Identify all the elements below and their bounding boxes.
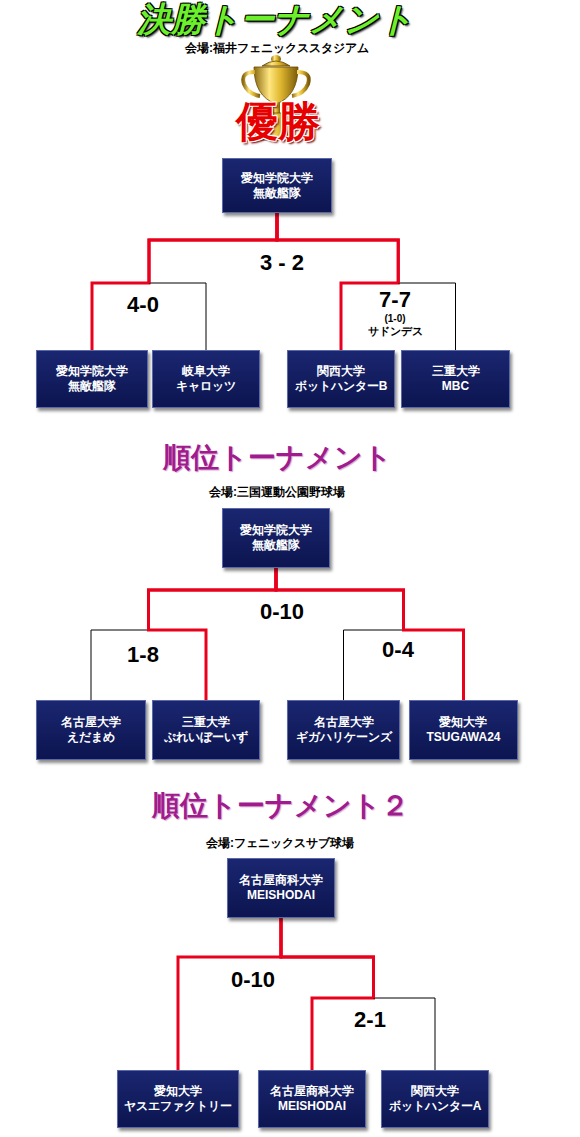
bracket-line	[92, 213, 277, 350]
bracket-line	[149, 213, 277, 283]
team-box: 名古屋商科大学 MEISHODAI	[227, 858, 335, 918]
bracket-line	[281, 918, 374, 1070]
score-label: 4-0	[127, 292, 159, 318]
team-name: 岐阜大学 キャロッツ	[176, 364, 236, 394]
team-box: 関西大学 ボットハンターA	[381, 1070, 489, 1128]
bracket-line	[149, 568, 277, 700]
bracket-line	[149, 568, 277, 700]
team-name: 関西大学 ボットハンターA	[389, 1084, 482, 1114]
team-box: 関西大学 ボットハンターB	[287, 350, 395, 408]
score-label: 0-10	[231, 967, 275, 993]
team-name: 三重大学 ぷれいぼーいず	[164, 715, 248, 745]
bracket-line	[149, 568, 277, 630]
team-name: 愛知学院大学 無敵艦隊	[240, 523, 312, 553]
score-label: 1-8	[127, 642, 159, 668]
team-name: 愛知大学 TSUGAWA24	[426, 715, 500, 745]
team-box: 愛知大学 ヤスエファクトリー	[117, 1070, 239, 1128]
note-label: サドンデス	[368, 324, 423, 339]
team-name: 関西大学 ボットハンターB	[295, 364, 388, 394]
bracket-line	[92, 213, 277, 350]
team-box: 三重大学 ぷれいぼーいず	[152, 700, 260, 760]
tournament-heading: 順位トーナメント	[163, 439, 392, 477]
bracket-line	[178, 918, 281, 1070]
team-box: 愛知学院大学 無敵艦隊	[222, 158, 332, 213]
bracket-line	[277, 213, 456, 350]
tournament-heading: 順位トーナメント２	[152, 787, 409, 825]
team-box: 名古屋大学 えだまめ	[36, 700, 146, 760]
score-label: 2-1	[354, 1007, 386, 1033]
team-box: 愛知大学 TSUGAWA24	[409, 700, 518, 760]
team-name: 名古屋商科大学 MEISHODAI	[239, 873, 323, 903]
note-label: (1-0)	[384, 313, 405, 324]
champion-label: 優勝	[236, 94, 320, 150]
venue-label: 会場:福井フェニックススタジアム	[185, 40, 369, 57]
bracket-line	[178, 918, 281, 1070]
team-box: 三重大学 MBC	[401, 350, 510, 408]
team-name: 愛知学院大学 無敵艦隊	[241, 171, 313, 201]
bracket-line	[276, 568, 404, 700]
team-name: 名古屋大学 えだまめ	[61, 715, 121, 745]
tournament-heading: 決勝トーナメント	[137, 0, 414, 43]
team-name: 愛知学院大学 無敵艦隊	[56, 364, 128, 394]
bracket-line	[281, 918, 374, 998]
venue-label: 会場:三国運動公園野球場	[209, 484, 345, 501]
score-label: 0-10	[260, 599, 304, 625]
bracket-line	[281, 918, 374, 1070]
team-box: 愛知学院大学 無敵艦隊	[36, 350, 148, 408]
team-box: 愛知学院大学 無敵艦隊	[222, 508, 330, 568]
bracket-line	[276, 568, 464, 700]
score-label: 0-4	[382, 637, 414, 663]
team-box: 岐阜大学 キャロッツ	[152, 350, 260, 408]
team-name: 愛知大学 ヤスエファクトリー	[124, 1084, 232, 1114]
team-name: 三重大学 MBC	[432, 364, 480, 394]
score-label: 7-7	[379, 287, 411, 313]
bracket-line	[281, 918, 435, 1070]
bracket-line	[276, 568, 464, 700]
venue-label: 会場:フェニックスサブ球場	[206, 835, 354, 852]
team-box: 名古屋大学 ギガハリケーンズ	[287, 700, 400, 760]
team-name: 名古屋商科大学 MEISHODAI	[270, 1084, 354, 1114]
team-box: 名古屋商科大学 MEISHODAI	[258, 1070, 366, 1128]
bracket-line	[91, 568, 276, 700]
bracket-line	[149, 213, 277, 350]
team-name: 名古屋大学 ギガハリケーンズ	[296, 715, 392, 745]
score-label: 3 - 2	[260, 250, 304, 276]
